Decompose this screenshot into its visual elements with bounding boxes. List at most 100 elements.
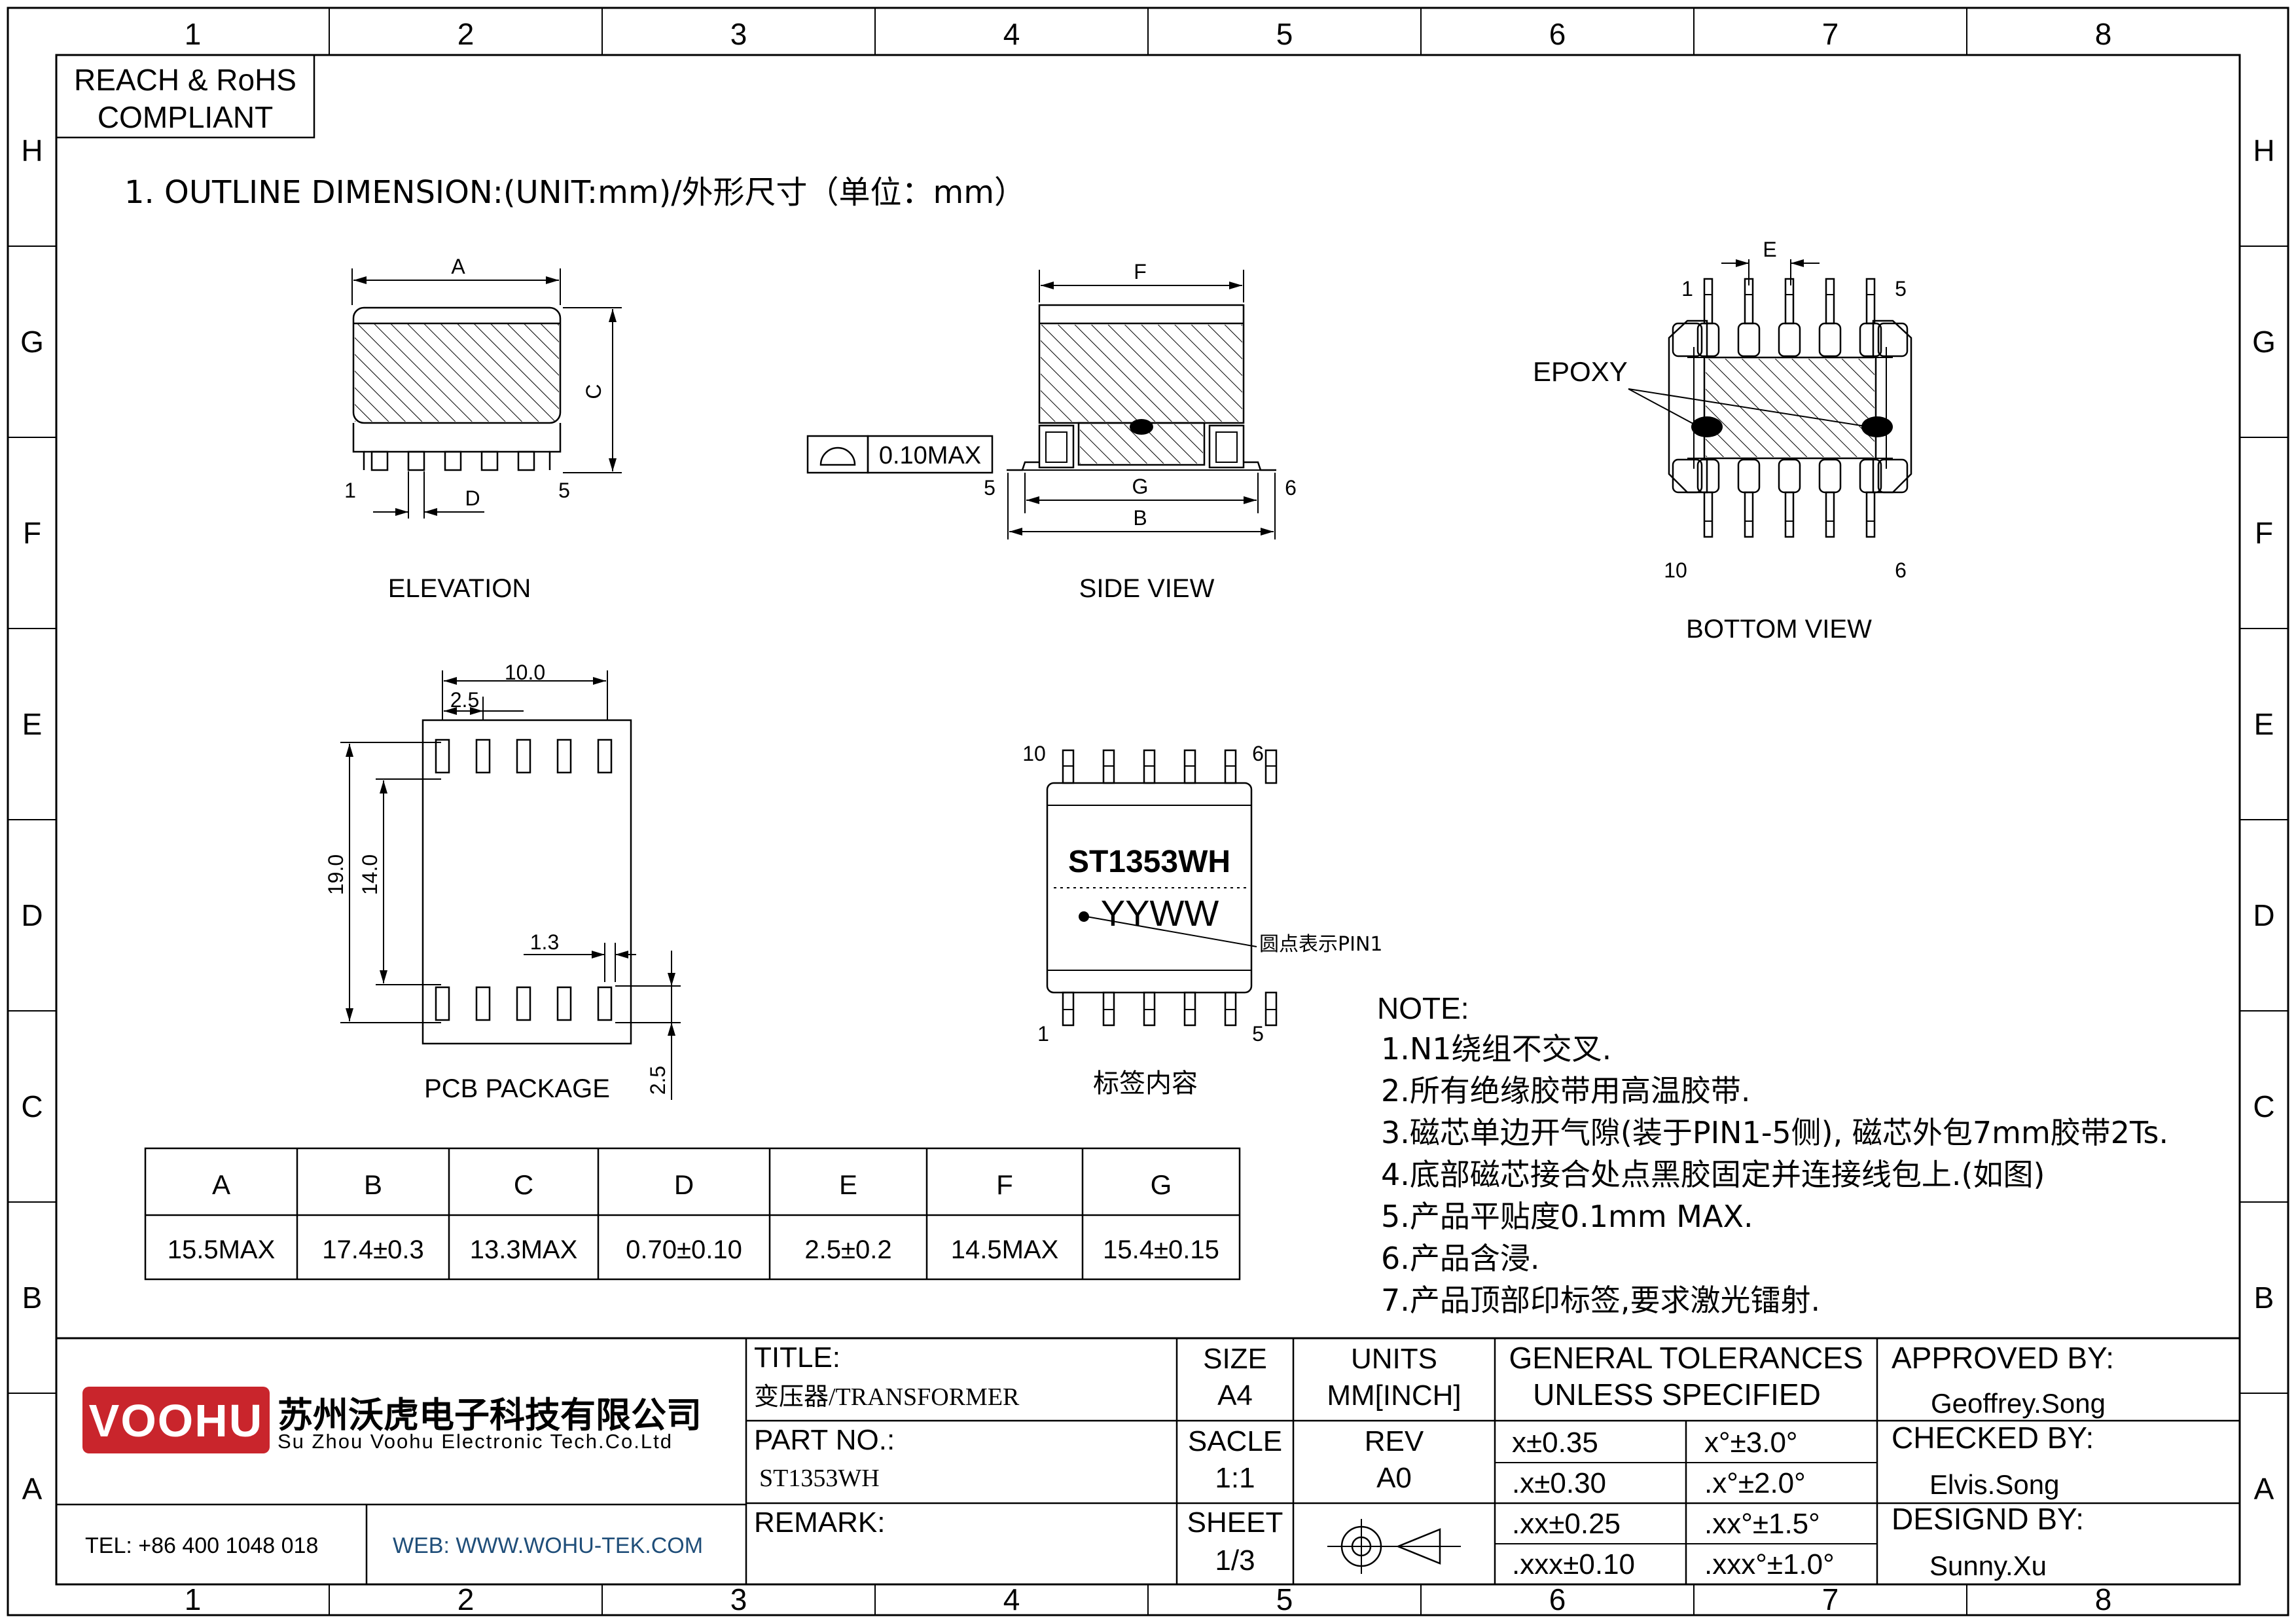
dimension-table: A15.5MAXB17.4±0.3C13.3MAXD0.70±0.10E2.5±… xyxy=(144,1147,1241,1281)
label-view: ST1353WH YYWW 圆点表示PIN1 10 6 1 5 标签内容 xyxy=(1022,742,1382,1099)
grid-col-top-1: 1 xyxy=(185,17,202,51)
dim-header-F: F xyxy=(996,1169,1013,1200)
pcb-pad-top xyxy=(475,739,491,774)
grid-col-bottom-4: 4 xyxy=(1003,1582,1020,1616)
tolerance-angular: .xx°±1.5° xyxy=(1704,1508,1820,1540)
rev-value: A0 xyxy=(1376,1462,1412,1494)
sheet-value: 1/3 xyxy=(1215,1544,1255,1577)
elev-label-c: C xyxy=(582,384,605,399)
pcb-dim-10: 10.0 xyxy=(505,661,545,684)
grid-row-left-A: A xyxy=(22,1472,43,1506)
grid-col-top-2: 2 xyxy=(457,17,475,51)
bottom-pin-br: 6 xyxy=(1895,558,1907,582)
pcb-pad-top xyxy=(597,739,613,774)
bottom-pin-bottom-lead xyxy=(1703,491,1713,538)
note-item: 3.磁芯单边开气隙(装于PIN1-5侧), 磁芯外包7mm胶带2Ts. xyxy=(1381,1115,2168,1150)
elev-label-d: D xyxy=(465,486,480,510)
pcb-pad-bottom xyxy=(597,986,613,1021)
compliance-line2: COMPLIANT xyxy=(98,100,273,134)
side-view-caption: SIDE VIEW xyxy=(1079,574,1215,603)
dim-header-E: E xyxy=(839,1169,857,1200)
pcb-dim-14: 14.0 xyxy=(358,854,382,895)
label-view-caption: 标签内容 xyxy=(1093,1068,1198,1099)
note-item: 1.N1绕组不交叉. xyxy=(1381,1031,1611,1067)
scale-label: SACLE xyxy=(1188,1425,1282,1457)
dim-value-G: 15.4±0.15 xyxy=(1103,1235,1219,1264)
compliance-box: REACH & RoHS COMPLIANT xyxy=(55,54,315,139)
size-value: A4 xyxy=(1217,1379,1253,1412)
elev-label-a: A xyxy=(451,255,465,278)
bottom-pin-bottom xyxy=(1818,458,1842,494)
tolerance-heading-1: GENERAL TOLERANCES xyxy=(1509,1341,1863,1375)
bottom-label-e: E xyxy=(1763,238,1776,261)
grid-row-right-A: A xyxy=(2254,1472,2274,1506)
bottom-pin-top-lead xyxy=(1744,278,1754,325)
epoxy-callout: EPOXY xyxy=(1533,356,1628,387)
note-item: 4.底部磁芯接合处点黑胶固定并连接线包上.(如图) xyxy=(1381,1157,2045,1192)
side-pin-left: 5 xyxy=(984,476,996,500)
label-pin-tl: 10 xyxy=(1022,742,1046,765)
bottom-view-caption: BOTTOM VIEW xyxy=(1686,615,1872,644)
grid-col-bottom-3: 3 xyxy=(730,1582,747,1616)
label-date-code: YYWW xyxy=(1101,892,1219,934)
bottom-pin-top-lead xyxy=(1703,278,1713,325)
units-label: UNITS xyxy=(1351,1343,1437,1375)
grid-col-top-8: 8 xyxy=(2095,17,2112,51)
elevation-pin xyxy=(407,450,425,471)
side-pin-right: 6 xyxy=(1285,476,1297,500)
pcb-pad-bottom xyxy=(475,986,491,1021)
dim-header-D: D xyxy=(674,1169,694,1200)
bottom-pin-bl: 10 xyxy=(1664,558,1687,582)
pin1-note: 圆点表示PIN1 xyxy=(1259,933,1382,956)
bottom-corner-pad xyxy=(1877,458,1909,494)
grid-col-bottom-2: 2 xyxy=(457,1582,475,1616)
approved-by-label: APPROVED BY: xyxy=(1892,1341,2114,1375)
dim-value-E: 2.5±0.2 xyxy=(804,1235,891,1264)
title-block: VOOHU 苏州沃虎电子科技有限公司 Su Zhou Voohu Electro… xyxy=(55,1337,2241,1586)
website-link[interactable]: WEB: WWW.WOHU-TEK.COM xyxy=(393,1533,703,1558)
label-pin-bl: 1 xyxy=(1037,1022,1049,1046)
tolerance-heading-2: UNLESS SPECIFIED xyxy=(1533,1377,1821,1412)
flatness-callout: 0.10MAX xyxy=(879,442,981,469)
grid-col-bottom-8: 8 xyxy=(2095,1582,2112,1616)
grid-row-right-F: F xyxy=(2255,516,2273,550)
dim-value-C: 13.3MAX xyxy=(470,1235,578,1264)
pcb-dim-13: 1.3 xyxy=(530,930,559,954)
grid-row-left-G: G xyxy=(20,325,44,359)
note-item: 2.所有绝缘胶带用高温胶带. xyxy=(1381,1073,1751,1108)
grid-row-left-D: D xyxy=(21,898,43,932)
grid-row-right-D: D xyxy=(2253,898,2274,932)
tolerance-linear: .xxx±0.10 xyxy=(1512,1548,1635,1580)
dim-value-D: 0.70±0.10 xyxy=(626,1235,742,1264)
remark-label: REMARK: xyxy=(754,1506,885,1539)
label-pin-br: 5 xyxy=(1252,1022,1264,1046)
size-label: SIZE xyxy=(1203,1343,1267,1375)
part-no-label: PART NO.: xyxy=(754,1424,895,1456)
voohu-logo: VOOHU xyxy=(82,1387,270,1453)
grid-row-left-C: C xyxy=(21,1089,43,1123)
logo-text: VOOHU xyxy=(89,1395,264,1446)
grid-col-bottom-5: 5 xyxy=(1276,1582,1293,1616)
pcb-dim-25-top: 2.5 xyxy=(450,688,479,712)
grid-row-right-B: B xyxy=(2254,1281,2274,1315)
pcb-pad-bottom xyxy=(435,986,450,1021)
note-item: 5.产品平贴度0.1mm MAX. xyxy=(1381,1199,1753,1234)
elevation-caption: ELEVATION xyxy=(388,574,531,603)
pcb-dim-19: 19.0 xyxy=(324,854,348,895)
elevation-pin xyxy=(480,450,499,471)
part-no-value: ST1353WH xyxy=(759,1465,880,1492)
grid-row-left-B: B xyxy=(22,1281,43,1315)
bottom-pin-bottom-lead xyxy=(1825,491,1835,538)
dim-header-B: B xyxy=(364,1169,382,1200)
grid-row-right-H: H xyxy=(2253,134,2274,168)
bottom-pin-bottom xyxy=(1778,458,1801,494)
note-item: 7.产品顶部印标签,要求激光镭射. xyxy=(1381,1283,1820,1318)
side-label-f: F xyxy=(1134,260,1147,283)
bottom-pin-tr: 5 xyxy=(1895,277,1907,301)
elevation-pin xyxy=(370,450,389,471)
elevation-view: A C D 1 5 ELEVATION xyxy=(344,255,622,603)
bottom-pin-tl: 1 xyxy=(1681,277,1693,301)
grid-col-top-4: 4 xyxy=(1003,17,1020,51)
tolerance-linear: .xx±0.25 xyxy=(1512,1508,1621,1540)
